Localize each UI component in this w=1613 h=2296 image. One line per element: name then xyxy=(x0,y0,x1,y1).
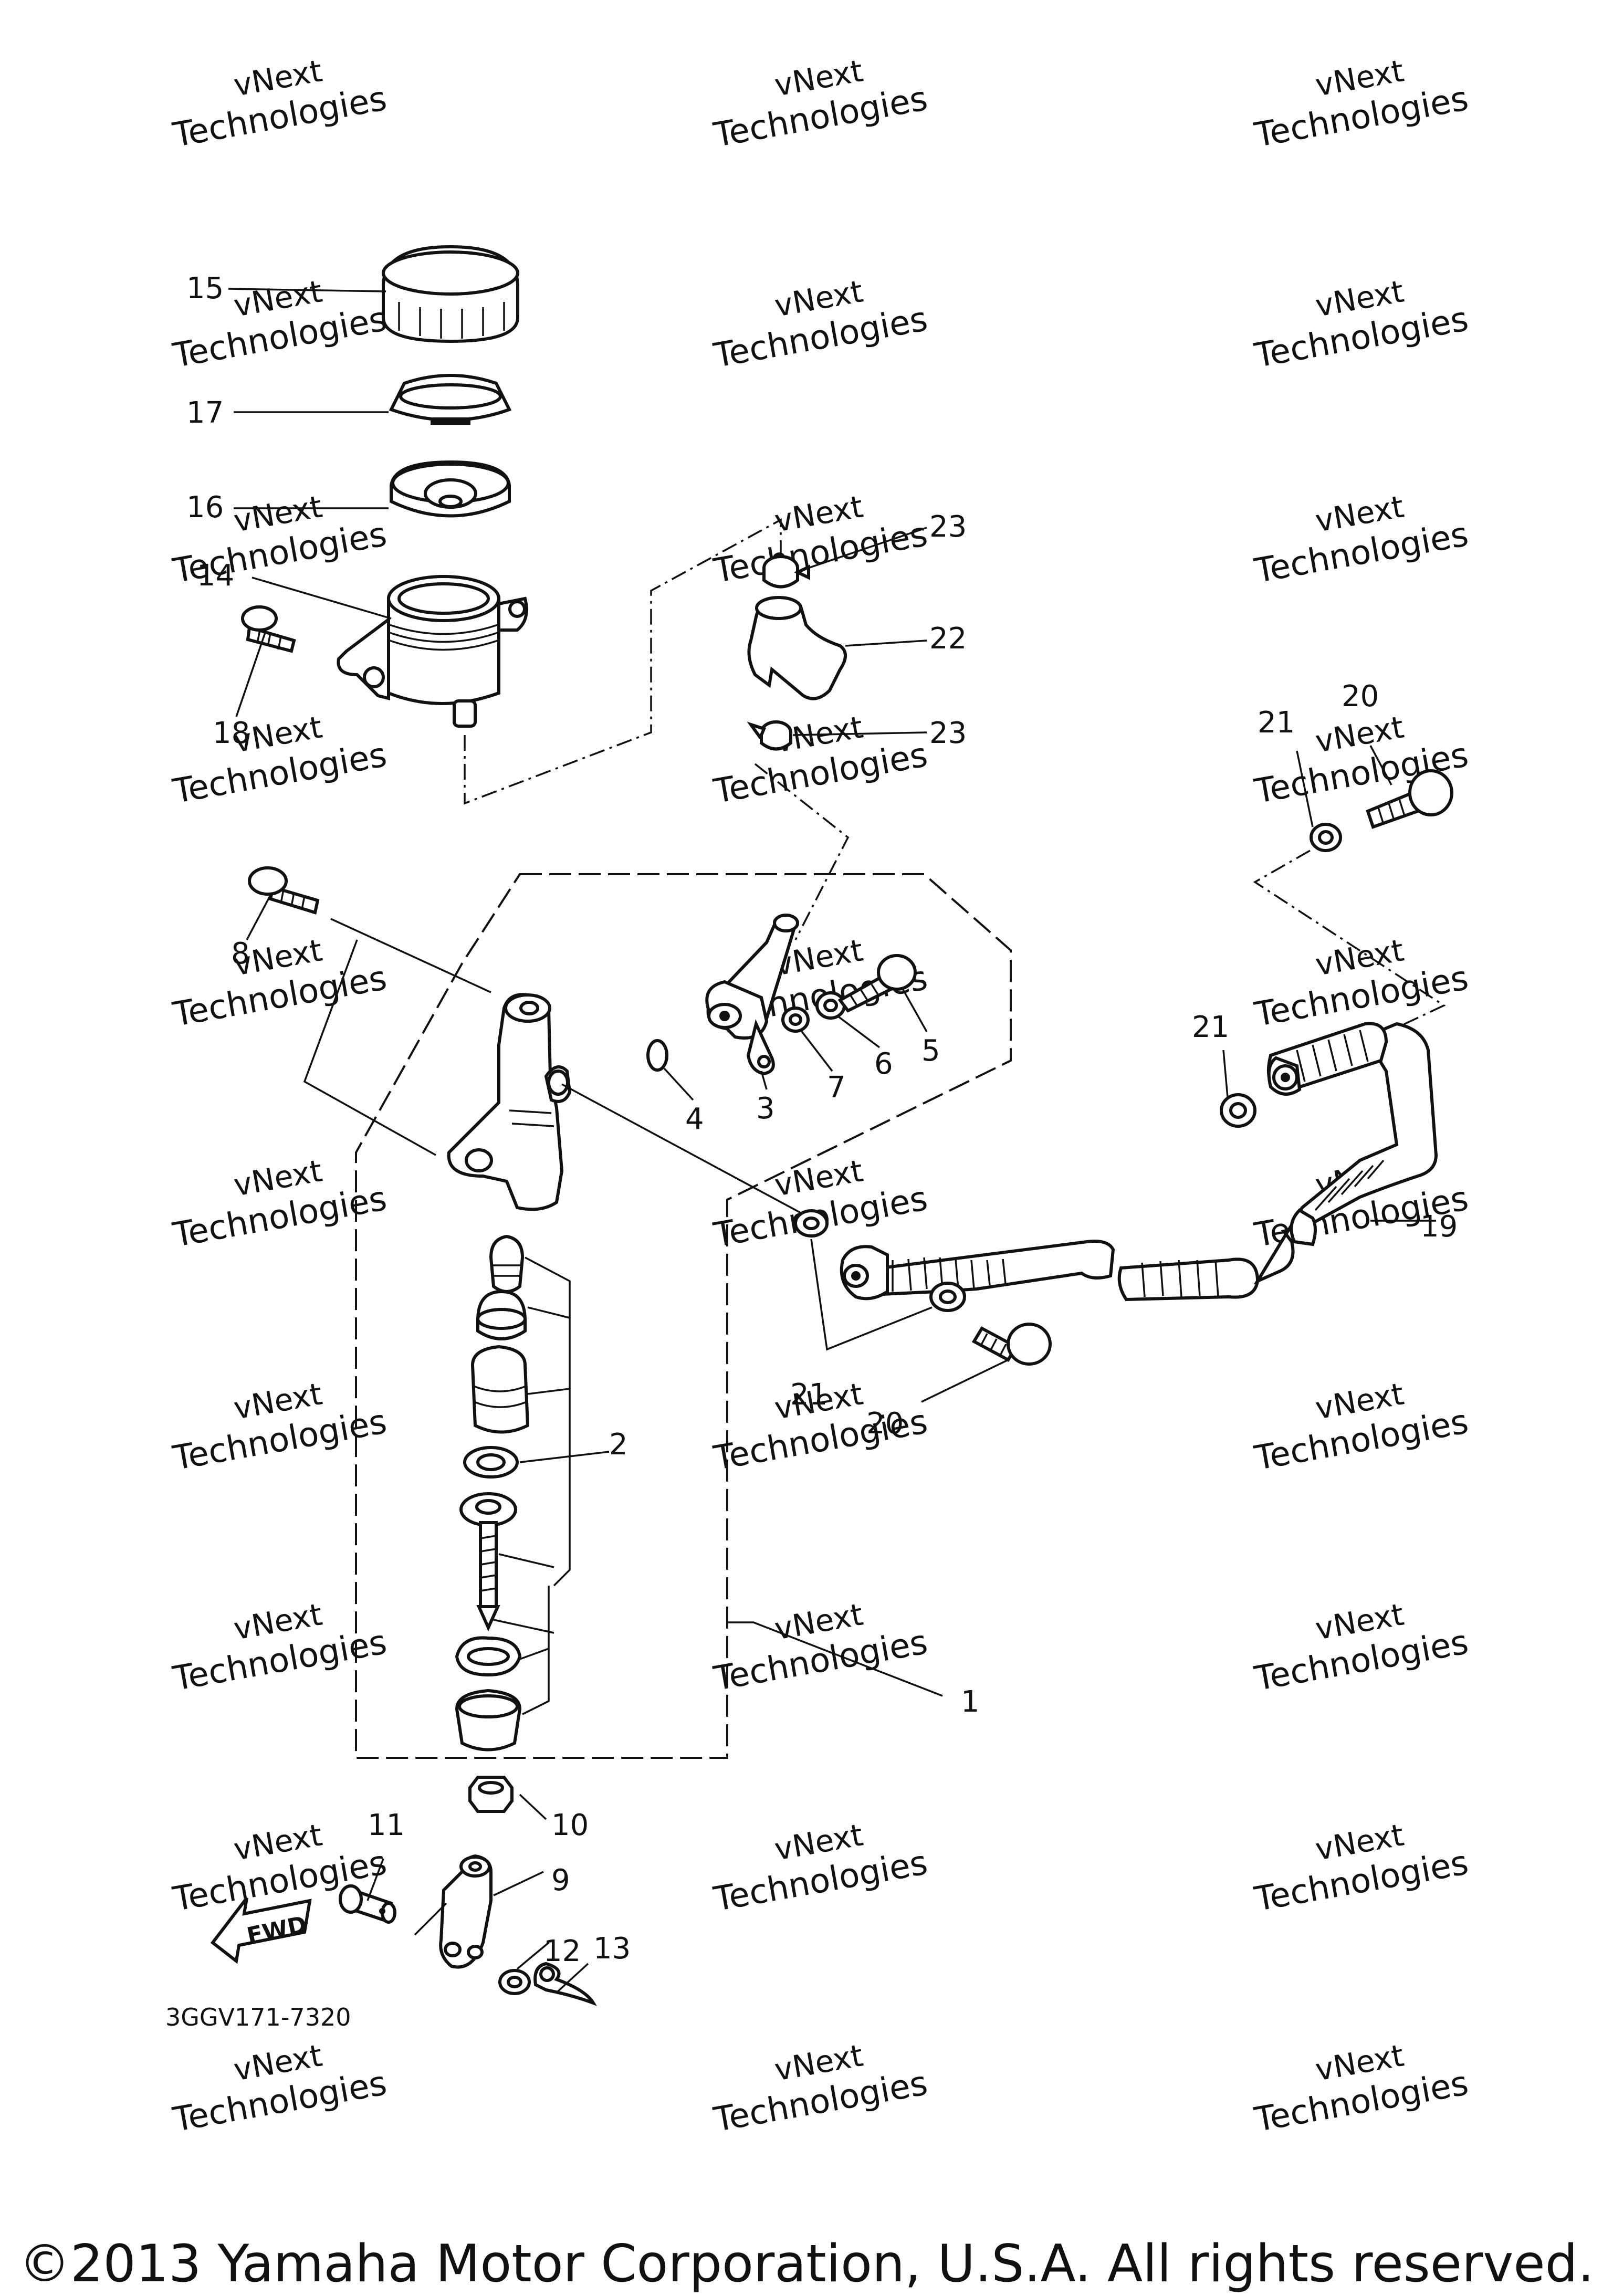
reservoir-diaphragm xyxy=(390,460,511,518)
callout-15: 15 xyxy=(186,271,224,306)
callout-18: 18 xyxy=(213,716,250,750)
assembly-leader xyxy=(727,1621,943,1697)
hose-union-bolt-upper xyxy=(1366,769,1453,829)
callout-8: 8 xyxy=(231,937,250,971)
callout-10: 10 xyxy=(551,1808,589,1842)
callout-9: 9 xyxy=(551,1863,570,1897)
callout-2: 2 xyxy=(609,1428,628,1462)
callout-14: 14 xyxy=(197,559,234,593)
hose-washer-3 xyxy=(1220,1093,1256,1128)
oring xyxy=(646,1039,668,1072)
hose-washer-2 xyxy=(929,1282,966,1312)
reservoir-bolt xyxy=(241,605,296,653)
hose-washer-4 xyxy=(1310,823,1342,852)
copper-washer-right xyxy=(815,991,846,1020)
hose-upper-line xyxy=(1253,850,1446,1028)
piston-kit-bracket xyxy=(493,1256,610,1715)
reservoir-hose-line xyxy=(464,518,782,805)
clevis xyxy=(439,1854,493,1969)
reservoir-tank xyxy=(337,575,528,728)
piston-kit xyxy=(455,1234,530,1752)
master-cylinder-body xyxy=(447,993,572,1211)
callout-19: 19 xyxy=(1420,1210,1458,1244)
callout-6: 6 xyxy=(874,1047,893,1081)
copyright-notice: ©2013 Yamaha Motor Corporation, U.S.A. A… xyxy=(19,2234,1594,2294)
callout-20-bottom: 20 xyxy=(866,1407,904,1441)
callout-22: 22 xyxy=(929,622,967,656)
callout-4: 4 xyxy=(685,1102,704,1136)
clevis-pin xyxy=(339,1884,396,1924)
cotter-pin xyxy=(533,1962,598,2006)
hose-leaders xyxy=(810,745,1436,1403)
hose-washer-1 xyxy=(794,1209,829,1238)
hose-union-line xyxy=(754,763,850,940)
callout-11: 11 xyxy=(368,1808,405,1842)
callout-13: 13 xyxy=(593,1932,631,1966)
reservoir-hose xyxy=(747,596,847,700)
callout-20-top: 20 xyxy=(1342,679,1379,714)
pin-washer xyxy=(498,1969,531,1995)
hose-union xyxy=(705,914,799,1076)
callout-21-top: 21 xyxy=(1258,706,1295,740)
reservoir-cap xyxy=(382,245,519,343)
brake-hose xyxy=(840,1022,1438,1302)
mounting-bolt-line xyxy=(303,918,491,1156)
callout-7: 7 xyxy=(827,1071,846,1105)
callout-1: 1 xyxy=(961,1685,980,1719)
locknut xyxy=(468,1776,514,1813)
callout-labels: 15 17 16 14 18 8 23 22 23 4 3 7 6 5 2 1 … xyxy=(186,271,1458,1968)
callout-23-bottom: 23 xyxy=(929,716,967,750)
assembly-outline xyxy=(355,873,1012,1759)
hose-union-bolt-lower xyxy=(971,1323,1052,1366)
lower-leaders xyxy=(366,1794,589,1994)
callout-23-top: 23 xyxy=(929,510,967,544)
callout-21-bottom: 21 xyxy=(790,1378,828,1412)
callout-3: 3 xyxy=(756,1092,775,1126)
mounting-bolt xyxy=(248,866,320,915)
callout-12: 12 xyxy=(543,1934,581,1968)
callout-21-middle: 21 xyxy=(1192,1010,1229,1044)
callout-5: 5 xyxy=(921,1034,940,1068)
drawing-code: 3GGV171-7320 xyxy=(165,2003,351,2031)
copper-washer-left xyxy=(781,1007,810,1033)
callout-17: 17 xyxy=(186,396,224,430)
reservoir-cap-plate xyxy=(389,374,512,425)
hose-clamp-upper xyxy=(762,555,810,589)
body-to-hose-line xyxy=(561,1083,801,1214)
callout-16: 16 xyxy=(186,490,224,525)
union-bolt xyxy=(837,954,917,1013)
hose-clamp-lower xyxy=(747,720,792,751)
